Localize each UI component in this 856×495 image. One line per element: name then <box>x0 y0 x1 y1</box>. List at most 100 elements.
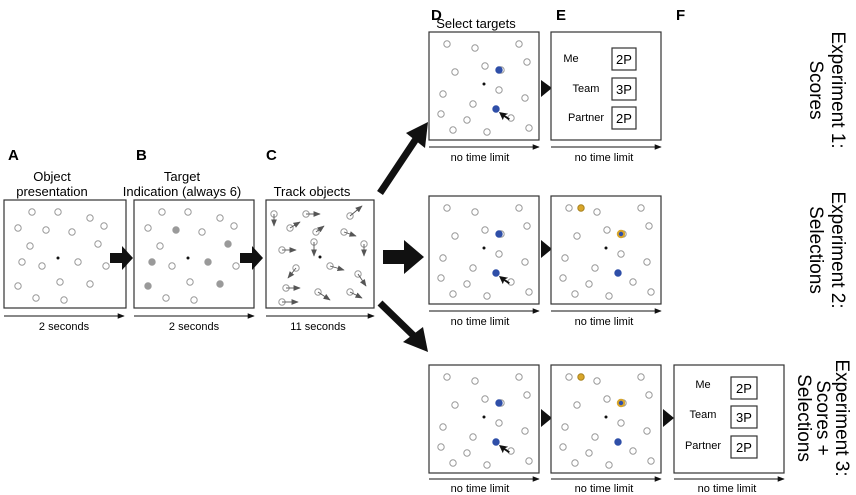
target-circle <box>216 280 224 288</box>
object-circle <box>469 433 477 441</box>
object-circle <box>471 44 479 52</box>
exp1-label: Experiment 1: Scores <box>805 31 848 148</box>
display-box <box>428 364 540 474</box>
score-value-partner: 2P <box>736 440 752 455</box>
object-circle <box>60 296 68 304</box>
own-selection <box>614 438 622 446</box>
object-circle <box>437 274 445 282</box>
object-circle <box>102 262 110 270</box>
object-circle <box>603 395 611 403</box>
score-label-team: Team <box>573 83 600 95</box>
caption-object: Object <box>33 169 71 184</box>
caption-select-targets: Select targets <box>436 16 516 31</box>
object-circle <box>443 373 451 381</box>
display-box <box>673 364 785 474</box>
score-box-me <box>730 376 758 400</box>
panel-a-display <box>3 199 127 309</box>
target-circle <box>224 240 232 248</box>
object-circle <box>481 226 489 234</box>
mouse-cursor-icon <box>499 276 510 285</box>
object-circle <box>643 258 651 266</box>
object-circle <box>603 226 611 234</box>
flow-arrow-to-exp3 <box>377 300 428 352</box>
score-value-partner: 2P <box>616 111 632 126</box>
step-arrow <box>541 240 552 258</box>
object-circle <box>232 262 240 270</box>
motion-arrow <box>315 225 325 233</box>
object-circle <box>629 278 637 286</box>
motion-arrow <box>357 273 367 287</box>
score-value-team: 3P <box>736 410 752 425</box>
object-circle <box>439 254 447 262</box>
duration-label: no time limit <box>698 483 757 495</box>
caption-track-objects: Track objects <box>274 184 351 199</box>
duration-b: 2 seconds <box>169 321 220 333</box>
object-circle <box>483 292 491 300</box>
exp3-label-line2: Scores + <box>812 380 833 456</box>
selected-target <box>492 269 500 277</box>
exp3-score-display: Me 2P Team 3P Partner 2P <box>673 364 785 474</box>
object-circle <box>86 280 94 288</box>
object-circle <box>571 290 579 298</box>
caption-presentation: presentation <box>16 184 88 199</box>
display-box <box>428 31 540 141</box>
step-arrow <box>541 80 552 97</box>
panel-letter-f: F <box>676 7 685 24</box>
score-label-me: Me <box>563 53 578 65</box>
object-circle <box>515 373 523 381</box>
flow-arrow-to-exp1 <box>377 122 428 195</box>
object-circle <box>585 280 593 288</box>
object-circle <box>481 62 489 70</box>
object-circle <box>573 232 581 240</box>
exp2-label: Experiment 2: Selections <box>805 191 848 308</box>
object-circle <box>495 250 503 258</box>
object-circle <box>585 449 593 457</box>
panel-letter-d: D <box>431 7 442 24</box>
object-circle <box>495 86 503 94</box>
target-circle <box>148 258 156 266</box>
fixation-dot <box>604 246 608 250</box>
object-circle <box>525 288 533 296</box>
object-circle <box>629 447 637 455</box>
object-circle <box>483 461 491 469</box>
caption-target: Target <box>164 169 201 184</box>
object-circle <box>471 377 479 385</box>
object-circle <box>495 419 503 427</box>
object-circle <box>605 292 613 300</box>
object-circle <box>94 240 102 248</box>
object-circle <box>158 208 166 216</box>
object-circle <box>156 242 164 250</box>
object-circle <box>451 232 459 240</box>
score-box-partner <box>611 106 637 130</box>
object-circle <box>523 222 531 230</box>
score-box-me <box>611 47 637 71</box>
object-circle <box>483 128 491 136</box>
object-circle <box>54 208 62 216</box>
partner-selection <box>577 204 585 212</box>
object-circle <box>26 242 34 250</box>
exp3-selections-display <box>550 364 662 474</box>
object-circle <box>439 423 447 431</box>
step-arrow <box>541 409 552 427</box>
shared-selection <box>616 229 626 239</box>
object-circle <box>18 258 26 266</box>
fixation-dot <box>318 255 322 259</box>
object-circle <box>591 433 599 441</box>
target-circle <box>172 226 180 234</box>
panel-letter-c: C <box>266 147 277 164</box>
object-circle <box>463 116 471 124</box>
exp2-select-display <box>428 195 540 305</box>
fixation-dot <box>482 246 486 250</box>
object-circle <box>190 296 198 304</box>
duration-label: no time limit <box>451 316 510 328</box>
object-circle <box>521 94 529 102</box>
display-box <box>550 364 662 474</box>
selected-target <box>492 438 500 446</box>
motion-arrow <box>349 291 363 299</box>
object-circle <box>186 278 194 286</box>
fixation-dot <box>186 256 190 260</box>
display-box <box>428 195 540 305</box>
caption-indication: Indication (always 6) <box>123 184 242 199</box>
object-circle <box>14 224 22 232</box>
